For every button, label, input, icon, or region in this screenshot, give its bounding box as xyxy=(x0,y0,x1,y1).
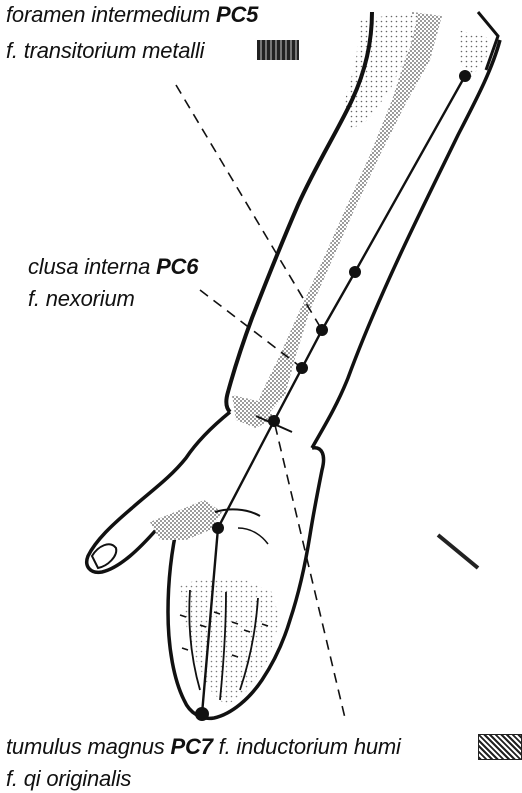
stray-mark xyxy=(438,535,478,568)
acupoint-upper xyxy=(459,70,471,82)
finger-shading xyxy=(180,578,280,706)
acupoint-pc5 xyxy=(316,324,328,336)
pc6-alt-name: f. nexorium xyxy=(28,286,135,311)
acupoint-pc6 xyxy=(296,362,308,374)
pc7-alt-name-2: f. qi originalis xyxy=(6,766,131,791)
pc5-label-line2: f. transitorium metalli xyxy=(6,40,204,62)
pc7-leader-line xyxy=(275,425,345,718)
acupoint-fingertip xyxy=(195,707,209,721)
metal-element-swatch xyxy=(257,40,299,60)
pc5-alt-name: f. transitorium metalli xyxy=(6,38,204,63)
earth-element-swatch xyxy=(478,734,522,760)
pc6-label-line2: f. nexorium xyxy=(28,288,135,310)
pc6-label-line1: clusa interna PC6 xyxy=(28,256,198,278)
pc5-name: foramen intermedium xyxy=(6,2,210,27)
forearm-shading xyxy=(255,12,442,412)
pc7-name: tumulus magnus xyxy=(6,734,165,759)
acupoint-mid xyxy=(349,266,361,278)
pc6-leader-line xyxy=(200,290,302,368)
pc5-code: PC5 xyxy=(216,2,258,27)
thumb-nail xyxy=(92,544,116,568)
palm-crease xyxy=(215,509,260,516)
pc7-alt-name-1: f. inductorium humi xyxy=(219,734,401,759)
pc6-name: clusa interna xyxy=(28,254,150,279)
pc7-code: PC7 xyxy=(171,734,213,759)
pc6-code: PC6 xyxy=(156,254,198,279)
pc7-label-line2: f. qi originalis xyxy=(6,768,131,790)
pc7-label-line1: tumulus magnus PC7 f. inductorium humi xyxy=(6,736,401,758)
pc5-label-line1: foramen intermedium PC5 xyxy=(6,4,258,26)
palm-crease-2 xyxy=(238,528,268,544)
thenar-shading xyxy=(150,500,222,540)
pc5-leader-line xyxy=(176,85,322,330)
acupoint-palm xyxy=(212,522,224,534)
